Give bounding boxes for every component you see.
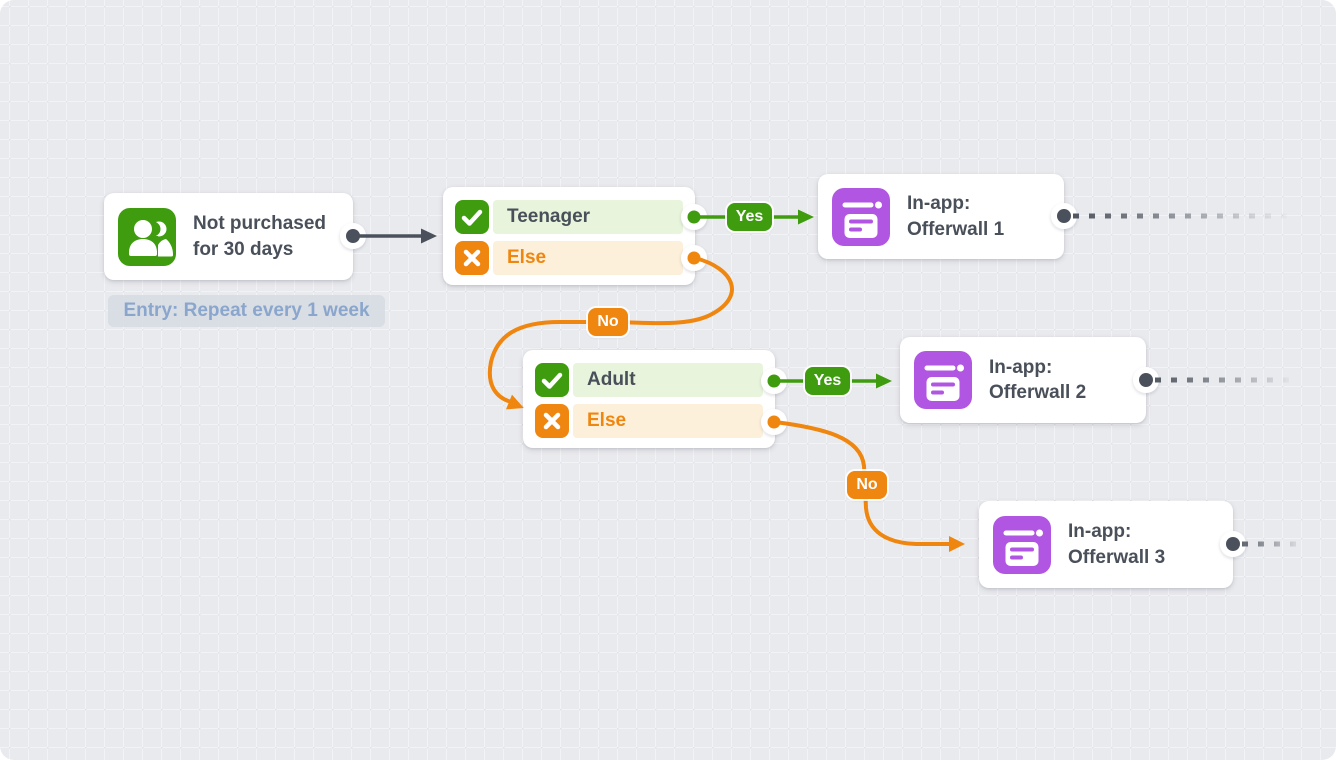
arrowhead-trigger xyxy=(421,228,437,244)
users-icon xyxy=(118,207,176,266)
arrowhead-yes2 xyxy=(876,373,892,389)
condition-node-adult[interactable]: Adult Else xyxy=(523,350,775,448)
condition-row-else[interactable]: Else xyxy=(455,241,683,275)
trigger-title: Not purchased for 30 days xyxy=(193,213,327,260)
action-node-offerwall-1[interactable]: In-app: Offerwall 1 xyxy=(818,174,1064,259)
edge-label-no-1[interactable]: No xyxy=(588,308,628,336)
x-icon xyxy=(535,404,569,438)
check-icon xyxy=(535,363,569,397)
action-title: In-app: Offerwall 1 xyxy=(907,193,1005,240)
arrowhead-no2 xyxy=(949,536,965,552)
action-node-offerwall-2[interactable]: In-app: Offerwall 2 xyxy=(900,337,1146,423)
check-icon xyxy=(455,200,489,234)
condition-label: Adult xyxy=(573,363,763,397)
edge-label-no-2[interactable]: No xyxy=(847,471,887,499)
condition-row-match[interactable]: Adult xyxy=(535,363,763,397)
condition-row-else[interactable]: Else xyxy=(535,404,763,438)
trigger-node[interactable]: Not purchased for 30 days xyxy=(104,193,353,280)
offerwall-icon xyxy=(832,187,890,246)
condition-row-match[interactable]: Teenager xyxy=(455,200,683,234)
condition-label: Else xyxy=(493,241,683,275)
entry-schedule-note: Entry: Repeat every 1 week xyxy=(108,295,385,327)
edge-label-yes-1[interactable]: Yes xyxy=(727,203,772,231)
offerwall-icon xyxy=(914,351,972,409)
condition-node-teenager[interactable]: Teenager Else xyxy=(443,187,695,285)
x-icon xyxy=(455,241,489,275)
action-node-offerwall-3[interactable]: In-app: Offerwall 3 xyxy=(979,501,1233,588)
action-title: In-app: Offerwall 2 xyxy=(989,356,1087,403)
offerwall-icon xyxy=(993,515,1051,574)
action-title: In-app: Offerwall 3 xyxy=(1068,521,1166,568)
arrowhead-yes1 xyxy=(798,209,814,225)
edge-label-yes-2[interactable]: Yes xyxy=(805,367,850,395)
condition-label: Teenager xyxy=(493,200,683,234)
condition-label: Else xyxy=(573,404,763,438)
